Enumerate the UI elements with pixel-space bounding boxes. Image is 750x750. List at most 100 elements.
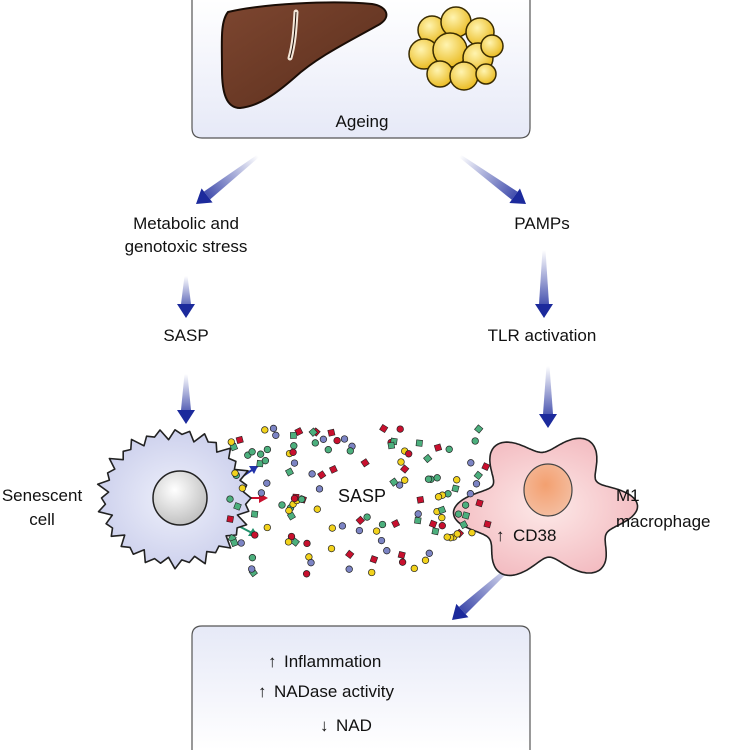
outcome-item-nadase-activity: NADase activity — [274, 682, 394, 701]
sasp-particle — [248, 448, 256, 456]
sasp-particle — [319, 435, 328, 443]
sasp-particle — [333, 436, 341, 445]
sasp-particle — [231, 469, 239, 477]
sasp-particle — [261, 457, 270, 465]
sasp-particle — [474, 424, 484, 434]
arrow-ageing-to-pamps — [459, 154, 526, 204]
sasp-particle — [303, 539, 311, 548]
sasp-particle — [466, 490, 475, 498]
sasp-particle — [237, 539, 245, 547]
sasp-particle — [451, 484, 460, 493]
sasp-particle — [226, 495, 234, 503]
macrophage-label-line2: macrophage — [616, 512, 711, 531]
sasp-particle — [472, 480, 481, 488]
sasp-particle — [467, 459, 475, 467]
sasp-particle — [483, 520, 492, 529]
sasp-particle — [263, 445, 272, 454]
senescent-cell-nucleus — [152, 470, 208, 526]
arrow-pamps-to-tlr — [535, 250, 553, 318]
sasp-particle — [355, 515, 365, 526]
sasp-particle — [468, 529, 476, 537]
sasp-particle — [473, 470, 483, 481]
sasp-particle — [363, 513, 371, 521]
sasp-particle — [328, 524, 336, 532]
senescent-cell-label-line1: Senescent — [1, 486, 83, 505]
sasp-particle — [278, 501, 286, 509]
sasp-particle — [289, 431, 297, 439]
sasp-particle — [459, 520, 469, 530]
sasp-particle — [414, 516, 422, 525]
sasp-particle — [311, 439, 319, 447]
sasp-particle — [290, 494, 299, 503]
sasp-particle — [387, 441, 396, 450]
sasp-particle — [414, 510, 422, 518]
sasp-particle — [391, 519, 401, 529]
sasp-particle — [256, 459, 264, 468]
arrow-ageing-to-stress — [196, 154, 259, 204]
sasp-particle — [256, 450, 265, 458]
sasp-particle — [410, 564, 418, 573]
inflammation-up-arrow-icon: ↑ — [268, 652, 277, 671]
sasp-particle — [461, 511, 471, 520]
macrophage-nucleus — [523, 463, 573, 517]
sasp-particle — [346, 447, 354, 455]
sasp-particle — [438, 514, 446, 522]
sasp-particle — [400, 464, 410, 474]
pamps-label: PAMPs — [514, 214, 570, 233]
senescent-cell-label-line2: cell — [29, 510, 55, 529]
sasp-particle — [235, 435, 244, 444]
sasp-particle — [317, 470, 327, 480]
sasp-particle — [454, 510, 463, 518]
sasp-particle — [285, 506, 293, 515]
sasp-particle — [377, 536, 386, 545]
sasp-particle — [397, 458, 405, 466]
sasp-particle — [378, 520, 387, 529]
adipocyte-cluster-icon — [408, 6, 504, 91]
sasp-particle — [433, 474, 441, 482]
sasp-particle — [445, 445, 453, 453]
nad-down-arrow-icon: ↓ — [320, 716, 329, 735]
sasp-particle — [227, 438, 235, 446]
sasp-particle — [340, 435, 349, 443]
sasp-particle — [397, 550, 406, 560]
sasp-particle — [481, 462, 491, 471]
sasp-particle — [284, 538, 293, 546]
sasp-particle — [272, 431, 280, 439]
arrow-tlr-to-macrophage — [539, 366, 557, 428]
cd38-up-arrow-icon: ↑ — [496, 526, 505, 545]
nadase-up-arrow-icon: ↑ — [258, 682, 267, 701]
sasp-particle — [290, 442, 298, 450]
sasp-particle — [308, 427, 318, 437]
sasp-label: SASP — [163, 326, 209, 345]
sasp-particle — [327, 428, 336, 437]
sasp-particle — [289, 448, 297, 456]
sasp-particle — [338, 522, 347, 530]
sasp-particle — [315, 485, 324, 493]
sasp-particle — [396, 425, 404, 433]
sasp-particle — [307, 559, 315, 567]
macrophage-label-line1: M1 — [616, 486, 640, 505]
sasp-particle — [475, 498, 484, 508]
sasp-particle — [285, 467, 294, 477]
sasp-particle — [327, 544, 336, 553]
sasp-particle — [434, 493, 443, 501]
sasp-particle — [257, 489, 266, 497]
sasp-particle — [298, 495, 306, 503]
sasp-particle — [395, 481, 404, 489]
outcome-item-nad: NAD — [336, 716, 372, 735]
outcome-box — [191, 625, 531, 750]
sasp-particle — [269, 424, 278, 433]
sasp-particle — [415, 439, 423, 447]
stress-label-line2: genotoxic stress — [124, 237, 248, 256]
sasp-particle — [398, 558, 407, 566]
stress-label-line1: Metabolic and — [133, 214, 239, 233]
sasp-particle — [345, 549, 355, 560]
sasp-particle — [368, 568, 376, 577]
sasp-particle — [360, 458, 370, 468]
sasp-particle — [379, 423, 389, 434]
sasp-particle — [261, 426, 269, 434]
sasp-particle — [251, 531, 259, 539]
sasp-particle — [313, 505, 321, 513]
sasp-particle — [329, 465, 338, 474]
